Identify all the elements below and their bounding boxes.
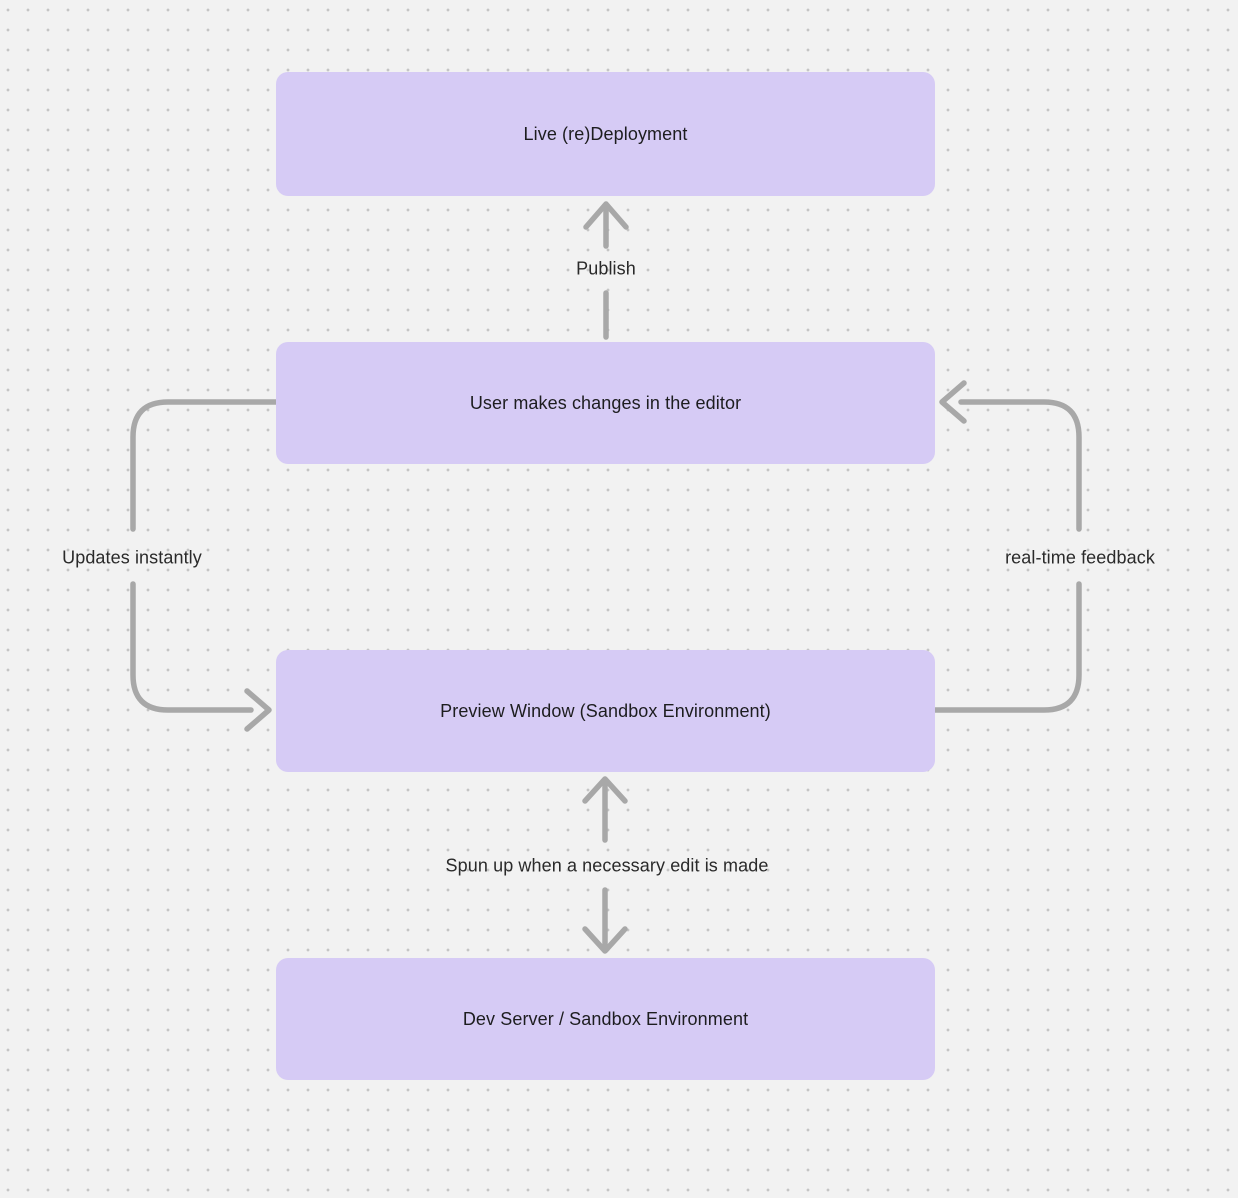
arrow-updates-instantly bbox=[130, 399, 280, 732]
arrow-up-head bbox=[582, 776, 628, 804]
node-label: Live (re)Deployment bbox=[523, 123, 688, 144]
arrow-shaft bbox=[931, 581, 1082, 713]
arrow-right-head bbox=[244, 688, 272, 732]
node-preview-window: Preview Window (Sandbox Environment) bbox=[276, 650, 935, 772]
arrow-shaft bbox=[130, 399, 280, 532]
arrow-down-head bbox=[582, 926, 628, 954]
node-label: Preview Window (Sandbox Environment) bbox=[440, 700, 771, 721]
arrow-realtime-feedback bbox=[931, 380, 1082, 713]
arrow-publish bbox=[583, 201, 629, 340]
arrow-left-head bbox=[939, 380, 967, 424]
arrow-up-head bbox=[583, 201, 629, 230]
edge-label-spun-up: Spun up when a necessary edit is made bbox=[445, 855, 769, 876]
arrow-spun-up bbox=[582, 776, 628, 954]
edge-label-realtime-feedback: real-time feedback bbox=[1005, 547, 1155, 568]
arrow-shaft bbox=[130, 581, 254, 713]
edge-label-updates-instantly: Updates instantly bbox=[62, 547, 202, 568]
node-user-editor: User makes changes in the editor bbox=[276, 342, 935, 464]
node-live-deployment: Live (re)Deployment bbox=[276, 72, 935, 196]
edge-label-publish: Publish bbox=[576, 258, 636, 279]
node-label: User makes changes in the editor bbox=[469, 392, 742, 413]
node-dev-server: Dev Server / Sandbox Environment bbox=[276, 958, 935, 1080]
node-label: Dev Server / Sandbox Environment bbox=[462, 1008, 749, 1029]
arrow-shaft bbox=[958, 399, 1082, 532]
